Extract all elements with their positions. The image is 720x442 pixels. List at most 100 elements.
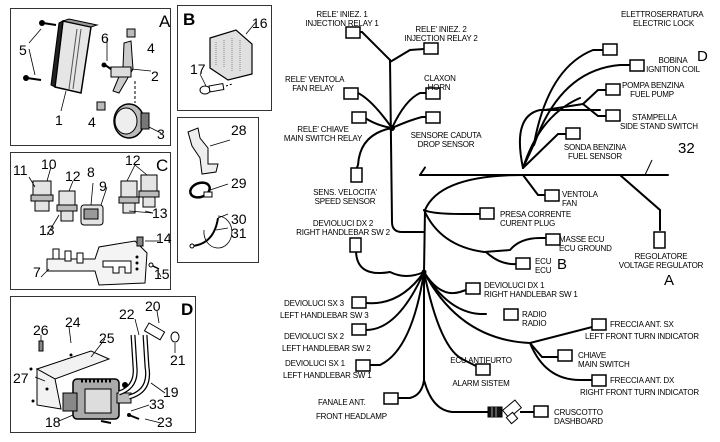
connector-main-switch [557,349,573,362]
connector-electric-lock [602,43,618,56]
line-segment [187,127,219,175]
wire [522,49,604,169]
part-number: 10 [41,156,57,172]
panel-letter: A [159,12,171,31]
drawing-shape [135,255,139,259]
part-number: 20 [145,298,161,314]
label-it: CRUSCOTTO [554,408,603,417]
wire [423,209,547,254]
bolt-part [199,73,233,95]
label-right-handlebar-sw1: DEVIOLUCI DX 1 RIGHT HANDLEBAR SW 1 [484,281,578,299]
drawing-shape [76,252,84,264]
panel-d-drawing [29,310,180,424]
leader-line [644,159,653,176]
wire [423,174,524,273]
part-number: 8 [87,164,95,180]
part-number: 17 [190,61,206,77]
part-number: 4 [88,114,96,130]
connector-dashboard [533,405,549,418]
panel-c: C 10 11 12 8 9 12 13 13 14 7 15 [10,152,172,290]
screw-part [23,20,57,81]
panel-c-drawing [28,164,162,286]
label-it: POMPA BENZINA [622,81,685,90]
connector-fan-relay [343,87,359,100]
wire [485,251,519,266]
line-segment [68,326,72,344]
wire [391,92,427,129]
label-en: FUEL PUMP [630,90,674,99]
label-it: DEVIOLUCI SX 2 [284,332,344,341]
label-speed-sensor: SENS. VELOCITA' SPEED SENSOR [312,188,378,206]
part-number: 5 [19,42,27,58]
line-segment [225,83,233,87]
connector-left-handlebar-sw3 [351,296,367,309]
label-en: FAN [562,199,577,208]
label-en: FAN RELAY [292,84,334,93]
bracket-part [101,40,152,94]
panel-a: A 6 4 5 2 1 4 3 [10,8,171,146]
drawing-shape [143,322,166,341]
cable-tie-part [189,213,233,249]
label-en: HORN [427,83,451,92]
part-number: 21 [170,352,186,368]
line-segment [40,268,50,278]
label-it: SONDA BENZINA [563,143,627,152]
label-en: ECU GROUND [559,244,612,253]
drawing-shape [487,406,503,418]
label-front-headlamp: FANALE ANT. FRONT HEADLAMP [316,398,387,421]
wire [522,133,567,169]
label-it: RADIO [522,310,547,319]
drawing-shape [135,261,139,265]
connector-front-headlamp [383,392,399,405]
part-number: 15 [154,266,170,282]
part-number: 19 [163,384,179,400]
label-en: LEFT HANDLEBAR SW 1 [283,371,372,380]
part-number: 27 [13,370,29,386]
label-injection-relay-1: RELE' INIEZ. 1 INJECTION RELAY 1 [302,10,382,28]
label-fuel-pump: POMPA BENZINA FUEL PUMP [622,81,685,99]
drawing-shape [45,387,49,391]
screw-part [148,262,154,268]
connector-left-handlebar-sw2 [351,323,367,336]
drawing-shape [46,240,148,286]
wire [423,271,477,367]
connector-injection-relay-2 [423,42,439,55]
label-en: CURENT PLUG [500,219,555,228]
connector-alarm-system [475,363,491,376]
label-it: REGOLATORE [634,252,688,261]
wire [389,59,409,233]
part-number: 13 [39,222,55,238]
line-segment [128,334,149,399]
part-number: 14 [156,230,172,246]
drawing-shape [61,18,99,28]
label-ecu-ground: MASSE ECU ECU GROUND [559,235,612,253]
label-it: CLAXON [424,74,456,83]
drawing-shape [189,181,211,199]
connector-current-plug [479,207,495,220]
label-it: DEVIOLUCI DX 1 [484,281,545,290]
drawing-shape [170,331,180,343]
line-segment [209,139,231,147]
drawing-shape [208,82,225,93]
drawing-shape [127,413,131,417]
drawing-shape [50,20,64,88]
label-it: ELETTROSERRATURA [621,10,704,19]
panel-clips-drawing [187,127,233,249]
label-it: RELE' INIEZ. 2 [415,25,467,34]
panel-clips: 28 29 30 31 [177,117,259,263]
instrument-housing-part [50,18,99,94]
label-left-handlebar-sw1: DEVIOLUCI SX 1 LEFT HANDLEBAR SW 1 [283,359,372,380]
label-drop-sensor: SENSORE CADUTA DROP SENSOR [408,131,484,149]
label-en: DASHBOARD [554,417,603,426]
wire [359,271,425,305]
label-en: LEFT HANDLEBAR SW 3 [280,311,369,320]
drawing-shape [505,411,519,425]
line-segment [46,166,52,182]
part-number: 12 [65,168,81,184]
part-number: 31 [231,225,247,241]
label-ecu: ECU ECU [535,257,552,275]
drawing-shape [101,62,107,68]
section-letter-d: D [697,48,708,65]
line-segment [102,260,132,274]
label-it: FANALE ANT. [318,398,366,407]
